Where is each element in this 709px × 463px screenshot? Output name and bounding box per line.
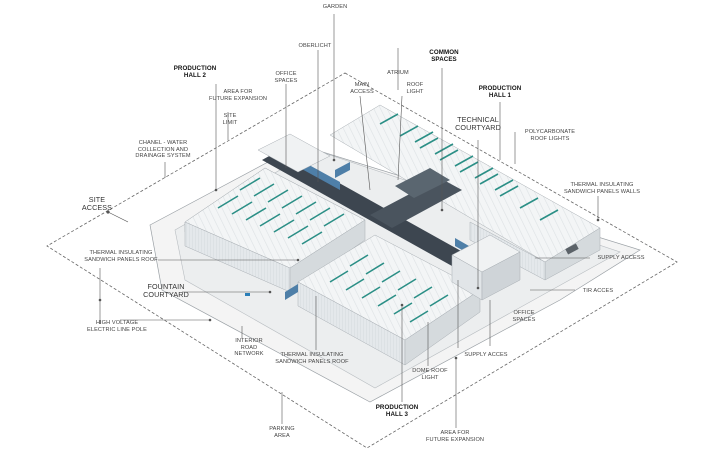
label-roof-light: ROOF LIGHT [406, 82, 424, 95]
label-supply-access-right: SUPPLY ACCESS [597, 255, 645, 261]
leader-dots [98, 158, 600, 360]
label-atrium: ATRIUM [387, 70, 409, 76]
office-spaces-block [257, 133, 521, 301]
label-parking-area: PARKING AREA [269, 426, 295, 439]
label-polycarbonate: POLYCARBONATE ROOF LIGHTS [524, 129, 576, 142]
label-office-spaces-bottom: OFFICE SPACES [512, 310, 536, 323]
label-chanel: CHANEL - WATER COLLECTION AND DRAINAGE S… [135, 140, 191, 160]
truck [565, 243, 579, 255]
central-corridor-cross [262, 150, 470, 266]
label-site-limit: SITE LIMIT [222, 113, 238, 126]
label-garden: GARDEN [322, 4, 348, 10]
label-supply-acces-bottom: SUPPLY ACCES [464, 352, 508, 358]
label-fountain-courtyard: FOUNTAIN COURTYARD [143, 282, 189, 299]
label-thermal-roof-left: THERMAL INSULATING SANDWICH PANELS ROOF [84, 250, 158, 263]
label-thermal-walls: THERMAL INSULATING SANDWICH PANELS WALLS [563, 182, 641, 195]
site-limit-boundary [46, 72, 678, 449]
label-high-voltage: HIGH VOLTAGE ELECTRIC LINE POLE [87, 320, 147, 333]
label-production-hall-2: PRODUCTION HALL 2 [173, 65, 217, 80]
label-dome-roof-light: DOME ROOF LIGHT [412, 368, 448, 381]
label-common-spaces: COMMON SPACES [429, 49, 459, 64]
label-tir-acces: TIR ACCES [582, 288, 614, 294]
leader-lines [99, 14, 599, 428]
label-interior-road: INTERIOR ROAD NETWORK [234, 338, 264, 358]
label-main-access: MAIN ACCESS [350, 82, 374, 95]
label-thermal-roof-bottom: THERMAL INSULATING SANDWICH PANELS ROOF [275, 352, 349, 365]
label-area-future-top: AREA FOR FUTURE EXPANSION [208, 89, 268, 102]
label-production-hall-3: PRODUCTION HALL 3 [375, 404, 419, 419]
label-office-spaces-top: OFFICE SPACES [274, 71, 298, 84]
label-oberlicht: OBERLICHT [298, 43, 332, 49]
production-hall-2-building [184, 167, 366, 293]
car [245, 293, 250, 296]
production-hall-3-building [297, 234, 481, 366]
label-technical-courtyard: TECHNICAL COURTYARD [455, 115, 501, 132]
label-area-future-bottom: AREA FOR FUTURE EXPANSION [425, 430, 485, 443]
hall-3-skylights [329, 254, 449, 323]
label-production-hall-1: PRODUCTION HALL 1 [478, 85, 522, 100]
hall-2-skylights [217, 177, 345, 245]
label-site-access: SITE ACCESS [81, 195, 113, 212]
